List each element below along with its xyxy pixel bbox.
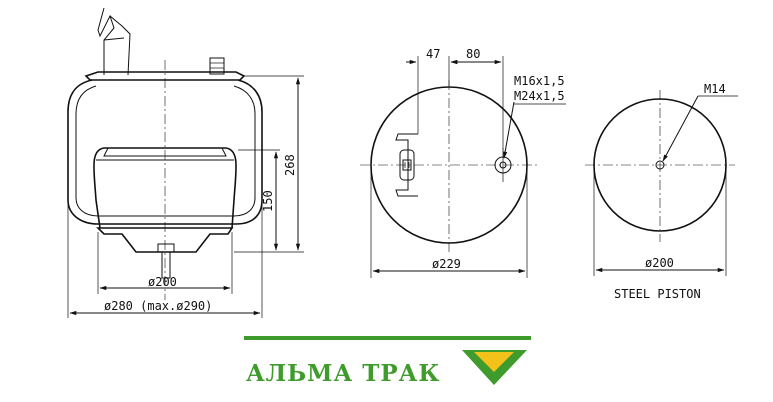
bottom-stud	[157, 243, 175, 279]
dim-offset-1-label: 47	[426, 47, 440, 61]
top-bracket	[97, 7, 131, 76]
air-fitting	[209, 57, 225, 75]
dim-top-diameter-label: ø229	[432, 257, 461, 271]
top-view-bracket	[395, 133, 418, 197]
logo-green-bar	[244, 336, 531, 340]
dim-height-piston: 150	[238, 149, 280, 251]
thread-label-2: M24x1,5	[514, 89, 565, 103]
bellow-outer	[67, 79, 263, 225]
dim-offset-2-label: 80	[466, 47, 480, 61]
piston-thread-label: M14	[704, 82, 726, 96]
piston-thread-leader: M14	[662, 82, 738, 162]
bellow-inner	[75, 85, 256, 217]
dim-height-piston-label: 150	[261, 190, 275, 212]
piston-fold	[93, 147, 237, 229]
dim-height-total-label: 268	[283, 154, 297, 176]
top-view: 47 80 M16x1,5 M24x1,5 ø229	[360, 47, 566, 278]
dim-piston-view-diameter-label: ø200	[645, 256, 674, 270]
top-view-fitting	[494, 148, 512, 182]
piston-thread-hole	[655, 160, 665, 170]
dim-offset-2: 80	[450, 47, 504, 150]
dim-bellow-diameter-label: ø280 (max.ø290)	[104, 299, 212, 313]
check-mark-icon	[462, 350, 527, 385]
dim-piston-view-diameter: ø200	[593, 170, 727, 276]
dim-bellow-diameter: ø280 (max.ø290)	[67, 200, 263, 318]
dim-top-diameter: ø229	[370, 170, 528, 278]
piston-view: M14 ø200 STEEL PISTON	[585, 82, 738, 301]
brand-name: АЛЬМА ТРАК	[246, 360, 440, 387]
thread-leader: M16x1,5 M24x1,5	[503, 74, 566, 159]
brand-logo: АЛЬМА ТРАК	[244, 336, 531, 387]
piston-base	[96, 227, 234, 253]
side-view: 268 150 ø200 ø280 (max.ø290)	[67, 7, 304, 318]
dim-offset-1: 47	[406, 47, 461, 134]
dim-piston-diameter: ø200	[97, 232, 233, 294]
piston-caption: STEEL PISTON	[614, 287, 701, 301]
dim-piston-diameter-label: ø200	[148, 275, 177, 289]
thread-label-1: M16x1,5	[514, 74, 565, 88]
dim-height-total: 268	[234, 75, 304, 253]
